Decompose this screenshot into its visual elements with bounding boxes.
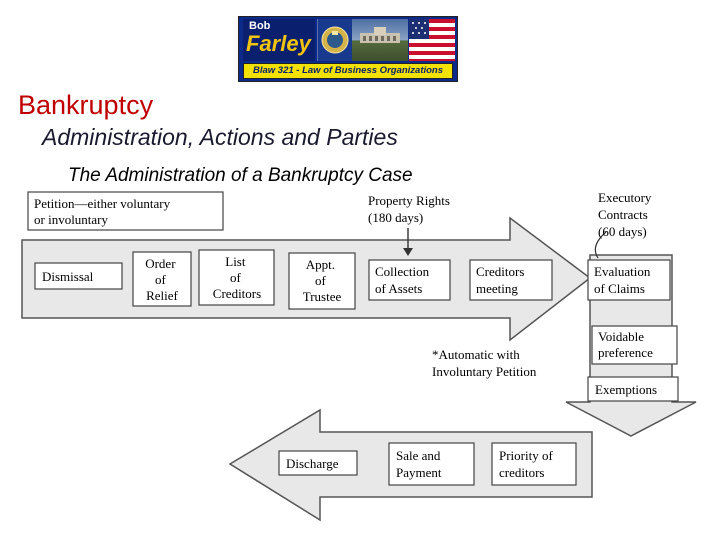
- discharge-label: Discharge: [286, 456, 339, 471]
- creditors-meeting-label: Creditors meeting: [476, 264, 528, 296]
- page-subtitle: Administration, Actions and Parties: [42, 124, 398, 150]
- arrow-head-icon: [403, 248, 413, 256]
- priority-of-creditors-box: [491, 442, 577, 486]
- page-title: Bankruptcy: [18, 90, 154, 120]
- order-of-relief-box: [132, 251, 192, 307]
- appt-of-trustee-box: [288, 252, 356, 310]
- petition-label: Petition—either voluntary or involuntary: [34, 196, 173, 227]
- automatic-note: *Automatic with Involuntary Petition: [432, 347, 537, 379]
- list-of-creditors-box: [198, 249, 275, 306]
- creditors-meeting-box: [469, 259, 553, 301]
- appt-of-trustee-label: Appt. of Trustee: [303, 257, 342, 304]
- evaluation-of-claims-label: Evaluation of Claims: [594, 264, 654, 296]
- dismissal-box: [34, 262, 123, 290]
- order-of-relief-label: Order of Relief: [145, 256, 179, 303]
- discharge-box: [278, 450, 358, 476]
- sale-and-payment-label: Sale and Payment: [396, 448, 444, 480]
- voidable-preference-label: Voidable preference: [598, 329, 653, 360]
- section-title: The Administration of a Bankruptcy Case: [68, 165, 413, 186]
- exemptions-label: Exemptions: [595, 382, 657, 397]
- petition-box: [27, 191, 224, 231]
- banner-course: Blaw 321 - Law of Business Organizations: [243, 63, 453, 79]
- evaluation-of-claims-box: [587, 259, 671, 301]
- list-of-creditors-label: List of Creditors: [213, 254, 261, 301]
- capitol-photo: [352, 19, 408, 61]
- american-flag-icon: [409, 19, 455, 61]
- collection-of-assets-label: Collection of Assets: [375, 264, 432, 296]
- state-seal-icon: [317, 19, 352, 61]
- banner-first-name: Bob: [249, 20, 271, 32]
- executory-contracts-label: Executory Contracts (60 days): [598, 190, 655, 239]
- banner-last-name: Farley: [246, 31, 311, 56]
- dismissal-label: Dismissal: [42, 269, 94, 284]
- banner-name-block: Bob Farley: [243, 19, 315, 61]
- property-rights-label: Property Rights (180 days): [368, 193, 453, 225]
- sale-and-payment-box: [388, 442, 475, 486]
- priority-of-creditors-label: Priority of creditors: [499, 448, 556, 480]
- collection-of-assets-box: [368, 259, 451, 301]
- header-banner: Bob Farley Blaw 321 - Law of Business Or…: [238, 16, 458, 82]
- voidable-preference-box: [591, 325, 678, 365]
- exemptions-box: [587, 376, 679, 402]
- executory-pointer: [594, 231, 607, 259]
